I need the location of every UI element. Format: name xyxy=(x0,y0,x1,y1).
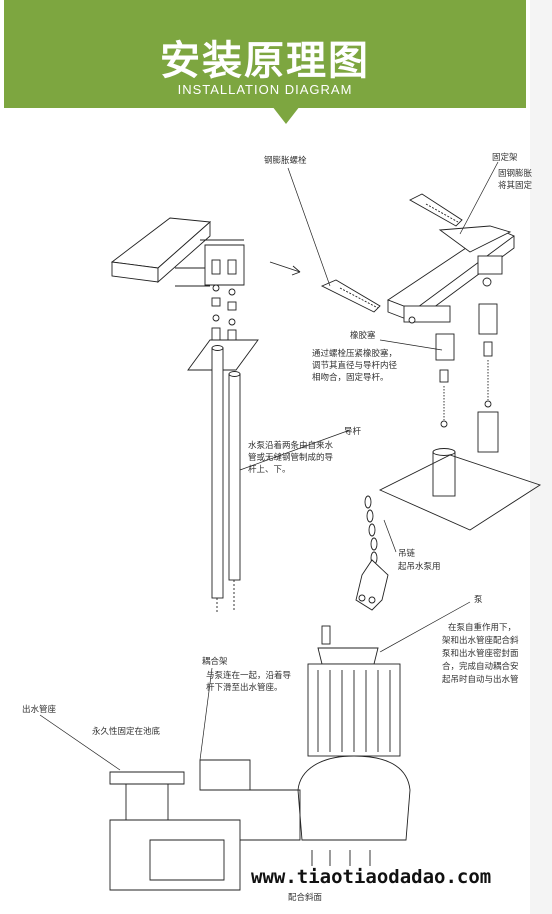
label-pump-desc-5: 起吊时自动与出水管 xyxy=(442,674,519,685)
scroll-gutter xyxy=(530,0,552,914)
label-coupling: 耦合架 xyxy=(202,656,228,667)
concrete-block xyxy=(110,217,212,283)
label-outlet-seat: 出水管座 xyxy=(22,704,57,715)
outlet-seat xyxy=(109,759,301,891)
label-fixed-frame: 固定架 xyxy=(492,152,518,163)
label-chain-desc: 起吊水泵用 xyxy=(398,561,441,572)
label-rubber-plug: 橡胶塞 xyxy=(350,330,376,341)
label-guide-rod-desc-1: 水泵沿着两条由自来水 xyxy=(248,440,334,451)
expansion-bolt xyxy=(320,193,463,313)
label-rubber-plug-desc-2: 调节其直径与导杆内径 xyxy=(312,360,398,371)
leader-lines xyxy=(39,161,499,771)
label-guide-rod-desc-2: 管或无缝钢管制成的导 xyxy=(248,452,334,463)
direction-arrow xyxy=(269,261,301,273)
label-bolt: 钢膨胀螺栓 xyxy=(264,155,307,166)
watermark: www.tiaotiaodadao.com xyxy=(248,866,495,888)
label-guide-rod: 导杆 xyxy=(344,426,362,437)
label-rubber-plug-desc-3: 相吻合，固定导杆。 xyxy=(312,372,389,383)
label-pump: 泵 xyxy=(474,595,483,605)
label-outlet-seat-desc: 永久性固定在池底 xyxy=(92,726,161,737)
label-rubber-plug-desc-1: 通过螺栓压紧橡胶塞， xyxy=(312,348,397,359)
fixed-frame xyxy=(387,225,515,324)
header-arrow xyxy=(272,106,300,124)
label-bottom-cut: 配合斜面 xyxy=(288,892,323,903)
label-pump-desc-2: 架和出水管座配合斜 xyxy=(442,635,519,646)
right-base-plate xyxy=(378,454,542,531)
wall-bracket xyxy=(175,239,245,343)
left-guide-rods xyxy=(211,345,241,612)
label-coupling-desc-1: 与泵连在一起，沿着导 xyxy=(206,670,292,681)
label-coupling-desc-2: 杆下滑至出水管座。 xyxy=(206,682,283,693)
label-pump-desc-3: 泵和出水管座密封面 xyxy=(442,648,519,659)
label-fixed-frame-desc-1: 固钢膨胀 xyxy=(498,168,533,179)
label-guide-rod-desc-3: 杆上、下。 xyxy=(248,464,291,475)
page-subtitle: INSTALLATION DIAGRAM xyxy=(177,82,353,97)
pump-body xyxy=(297,625,411,880)
label-pump-desc-4: 合，完成自动耦合安 xyxy=(442,661,519,672)
header-banner xyxy=(4,0,526,108)
page-title: 安装原理图 xyxy=(160,38,370,84)
lifting-chain xyxy=(355,495,389,611)
right-rod-assembly xyxy=(432,277,499,497)
label-chain: 吊链 xyxy=(398,548,416,559)
label-pump-desc-1: 在泵自重作用下， xyxy=(448,622,516,633)
label-fixed-frame-desc-2: 将其固定 xyxy=(498,180,533,191)
